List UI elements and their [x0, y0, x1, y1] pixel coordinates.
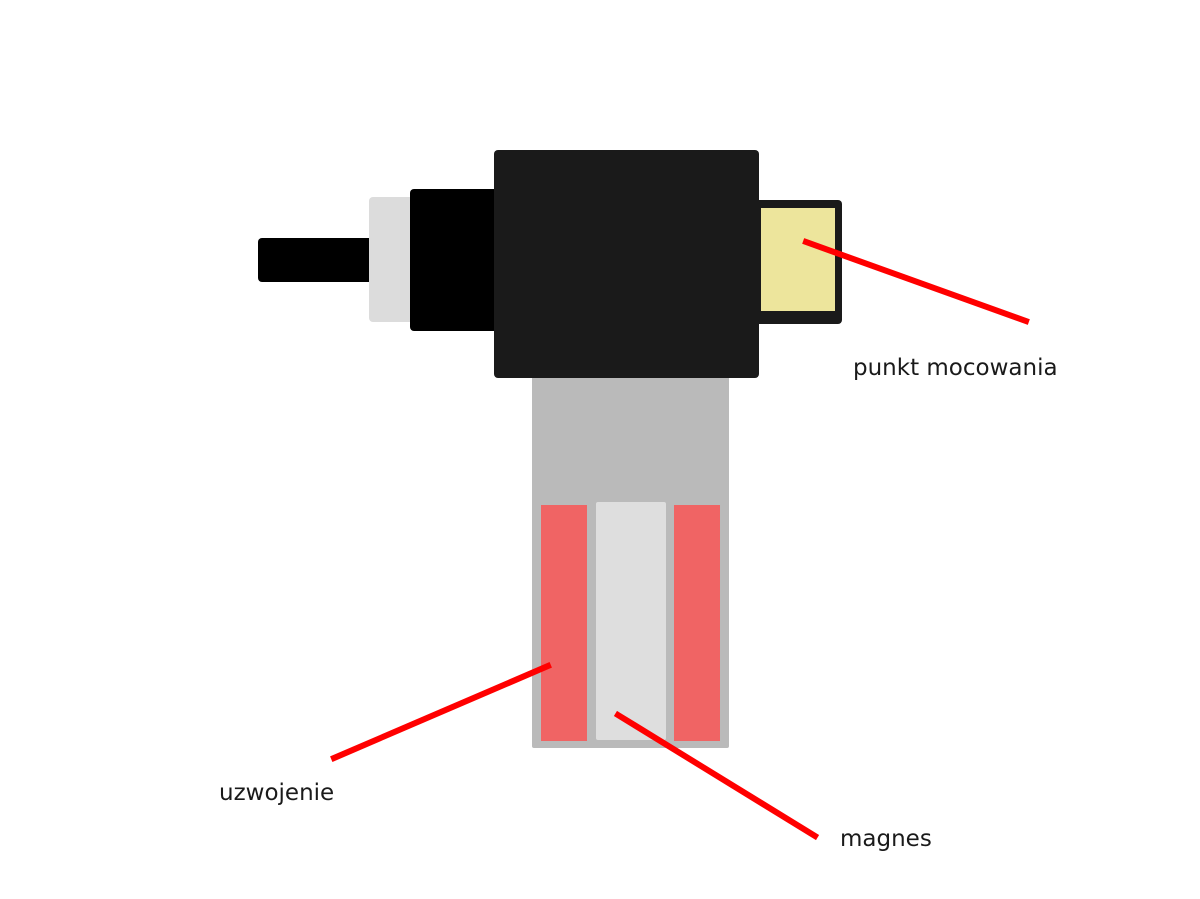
leader-line-magnet	[613, 710, 820, 841]
winding-right	[674, 505, 720, 741]
leader-line-mount	[802, 238, 1030, 325]
label-magnet: magnes	[840, 826, 932, 852]
main-body	[494, 150, 759, 378]
leader-line-winding	[330, 662, 552, 762]
collar	[410, 189, 502, 331]
shaft	[258, 238, 374, 282]
magnet	[596, 502, 666, 740]
light-ring	[369, 197, 414, 322]
winding-left	[541, 505, 587, 741]
label-mounting-point: punkt mocowania	[853, 355, 1058, 381]
label-winding: uzwojenie	[219, 780, 335, 806]
mounting-point	[761, 208, 835, 311]
